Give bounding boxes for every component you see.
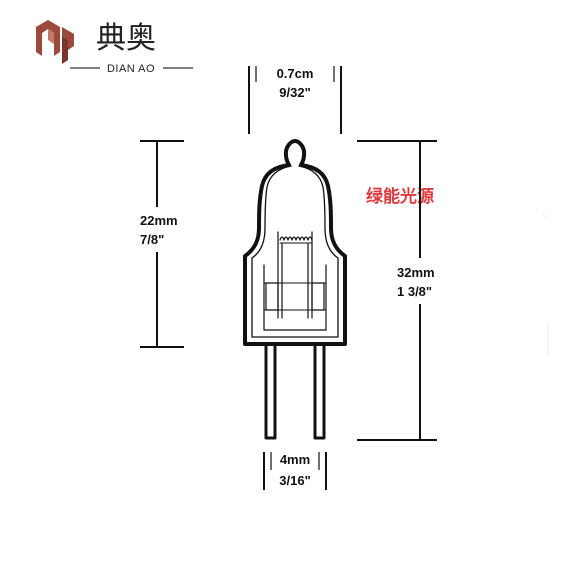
bulb-glass-envelope (243, 139, 347, 346)
bulb-pin-right (313, 342, 326, 440)
brand-logo-icon (36, 20, 74, 64)
dimension-total-height (357, 140, 437, 441)
brand-english-name: DIAN AO (107, 63, 155, 75)
total-height-metric: 32mm (397, 265, 435, 280)
top-width-imperial: 9/32" (279, 85, 310, 100)
dimension-glass-height (140, 140, 184, 348)
bulb-glass-inner (251, 165, 339, 338)
brand-chinese-name: 典奥 (96, 21, 156, 56)
dimension-pin-spacing (263, 452, 327, 490)
halogen-bulb (243, 139, 347, 440)
glass-height-metric: 22mm (140, 213, 178, 228)
bulb-filament (279, 236, 313, 241)
glass-height-imperial: 7/8" (140, 232, 164, 247)
total-height-imperial: 1 3/8" (397, 284, 432, 299)
pin-spacing-metric: 4mm (280, 452, 310, 467)
bulb-foil-left (265, 282, 279, 311)
bulb-pinch-seal (263, 264, 327, 331)
background-streaks (541, 213, 549, 356)
watermark-text: 绿能光源 (366, 186, 434, 207)
bulb-foil-right (311, 282, 325, 311)
dimension-top-width (248, 66, 342, 134)
top-width-metric: 0.7cm (277, 66, 314, 81)
pin-spacing-imperial: 3/16" (279, 473, 310, 488)
bulb-pin-left (264, 342, 277, 440)
brand-logo: 典奥 DIAN AO (36, 20, 193, 75)
